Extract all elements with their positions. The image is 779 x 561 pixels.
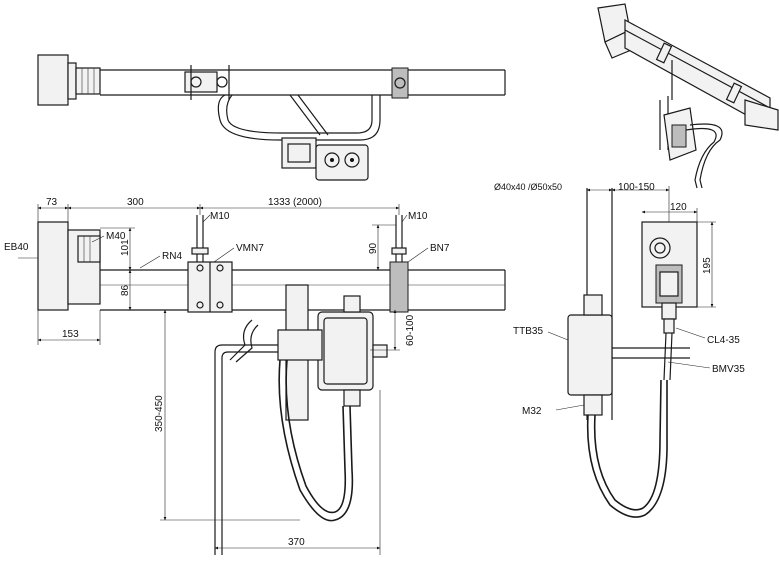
label-m10-left: M10 <box>210 211 230 222</box>
label-cl4-35: CL4-35 <box>707 335 740 346</box>
label-m32: M32 <box>522 406 542 417</box>
dim-73: 73 <box>46 197 58 208</box>
dim-90: 90 <box>368 242 379 254</box>
top-end-flange <box>67 62 77 100</box>
side-view <box>567 188 698 518</box>
top-view <box>37 54 506 181</box>
label-bmv35: BMV35 <box>712 364 745 375</box>
dim-86: 86 <box>120 284 131 296</box>
leader-lines <box>18 214 711 411</box>
dimension-lines <box>37 186 716 555</box>
label-rn4: RN4 <box>162 251 182 262</box>
iso-view <box>597 3 779 189</box>
front-view <box>37 215 506 555</box>
dim-370: 370 <box>288 537 305 548</box>
dim-1333: 1333 (2000) <box>268 197 322 208</box>
dim-153: 153 <box>62 329 79 340</box>
label-m10-right: M10 <box>408 211 428 222</box>
ttb35-box <box>567 314 613 396</box>
dim-100-150: 100-150 <box>618 182 655 193</box>
top-box <box>281 137 317 169</box>
junction-box <box>317 311 374 391</box>
label-bn7: BN7 <box>430 243 450 254</box>
bn7-clamp <box>389 261 409 313</box>
label-ttb35: TTB35 <box>513 326 543 337</box>
dim-350-450: 350-450 <box>154 395 165 432</box>
dim-120: 120 <box>670 202 687 213</box>
dim-60-100: 60-100 <box>405 314 416 346</box>
dim-tube: Ø40x40 /Ø50x50 <box>494 182 562 192</box>
label-vmn7: VMN7 <box>236 243 264 254</box>
dim-300: 300 <box>127 197 144 208</box>
dim-101: 101 <box>120 239 131 256</box>
label-eb40: EB40 <box>4 242 29 253</box>
top-plug <box>315 144 369 181</box>
top-clamp-right <box>391 67 409 99</box>
front-end-motor <box>37 221 69 311</box>
annotations: EB40 M40 RN4 VMN7 BN7 M10 M10 TTB35 M32 … <box>4 182 745 548</box>
label-m40: M40 <box>106 231 126 242</box>
dim-195: 195 <box>702 257 713 274</box>
top-end-motor <box>37 54 69 106</box>
